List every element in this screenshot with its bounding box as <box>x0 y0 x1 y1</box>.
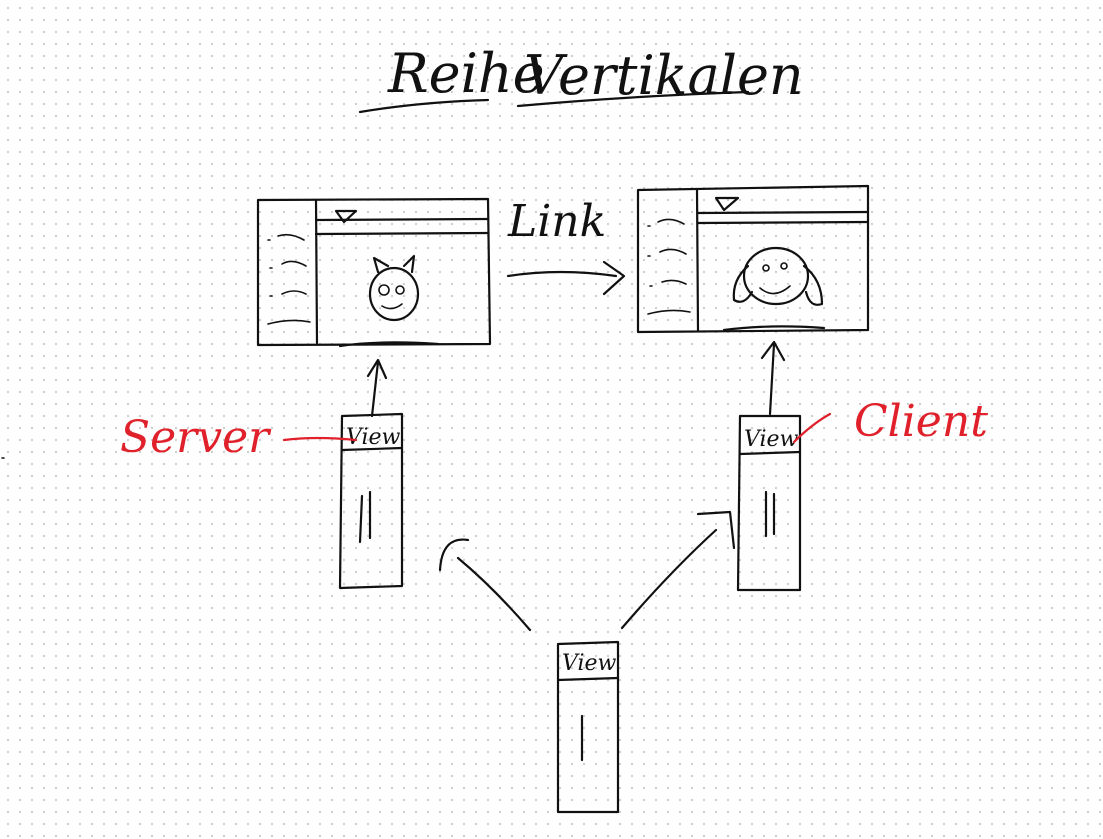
title-word-reihe: Reihe <box>387 42 545 105</box>
link-arrow: Link <box>506 196 626 296</box>
branch-to-right <box>620 528 718 630</box>
window-toolbar <box>314 217 490 222</box>
view-column-label: View <box>744 427 799 452</box>
server-pointer-line <box>282 436 358 442</box>
view-column-marks <box>358 490 372 544</box>
view-column-left: View <box>338 412 404 590</box>
title-underline-vertikalen <box>516 90 750 108</box>
sidebar-items <box>267 233 311 325</box>
sidebar-item <box>267 319 311 325</box>
server-annotation: Server <box>120 412 358 463</box>
sidebar-item <box>269 290 307 297</box>
view-column-bottom: View <box>556 640 620 814</box>
dog-face-icon <box>732 246 824 306</box>
view-column-right: View <box>736 414 802 592</box>
window-toolbar <box>696 210 870 215</box>
branch-left-hook <box>438 538 470 572</box>
title: Reihe Vertikalen <box>358 42 804 114</box>
cursor-icon <box>714 196 740 212</box>
sidebar-item <box>269 260 307 269</box>
server-label: Server <box>120 412 272 463</box>
window-frame <box>636 184 870 334</box>
bottom-scribble <box>338 341 440 348</box>
view-column-header-line <box>738 450 802 456</box>
view-column-label: View <box>562 651 617 676</box>
title-underline-reihe <box>358 98 490 114</box>
branch-to-left <box>456 556 532 632</box>
window-frame <box>256 197 492 347</box>
sidebar-item <box>267 233 305 241</box>
link-arrow-shaft <box>506 270 618 278</box>
client-annotation: Client <box>792 396 988 447</box>
sidebar-item <box>647 248 687 257</box>
window-content-top <box>696 220 870 225</box>
cat-face-icon <box>368 254 420 322</box>
title-word-vertikalen: Vertikalen <box>524 44 804 107</box>
view-column-header-line <box>556 676 620 682</box>
sidebar-item <box>647 218 685 227</box>
client-label: Client <box>854 396 988 447</box>
branch-right-hook <box>696 510 736 550</box>
window-sidebar-divider <box>314 198 319 345</box>
sidebar-item <box>649 279 687 287</box>
window-content-top <box>314 231 490 236</box>
arrow-left-view-to-window <box>366 358 388 418</box>
view-column-frame <box>338 412 404 590</box>
arrow-right-view-to-window <box>760 340 786 416</box>
client-pointer-line <box>792 412 832 444</box>
link-arrow-head <box>602 260 626 296</box>
branch-lines <box>438 510 736 632</box>
view-column-frame <box>736 414 802 592</box>
link-label: Link <box>507 196 606 247</box>
bottom-scribble <box>722 325 826 332</box>
view-column-marks <box>764 490 776 538</box>
window-sidebar-divider <box>695 188 700 332</box>
sidebar-items <box>647 218 691 315</box>
cursor-icon <box>334 209 358 224</box>
view-column-header-line <box>340 446 404 452</box>
view-column-label: View <box>346 425 401 450</box>
browser-window-left <box>256 197 492 348</box>
sidebar-item <box>647 309 691 315</box>
browser-window-right <box>636 184 870 334</box>
view-column-frame <box>556 640 620 814</box>
